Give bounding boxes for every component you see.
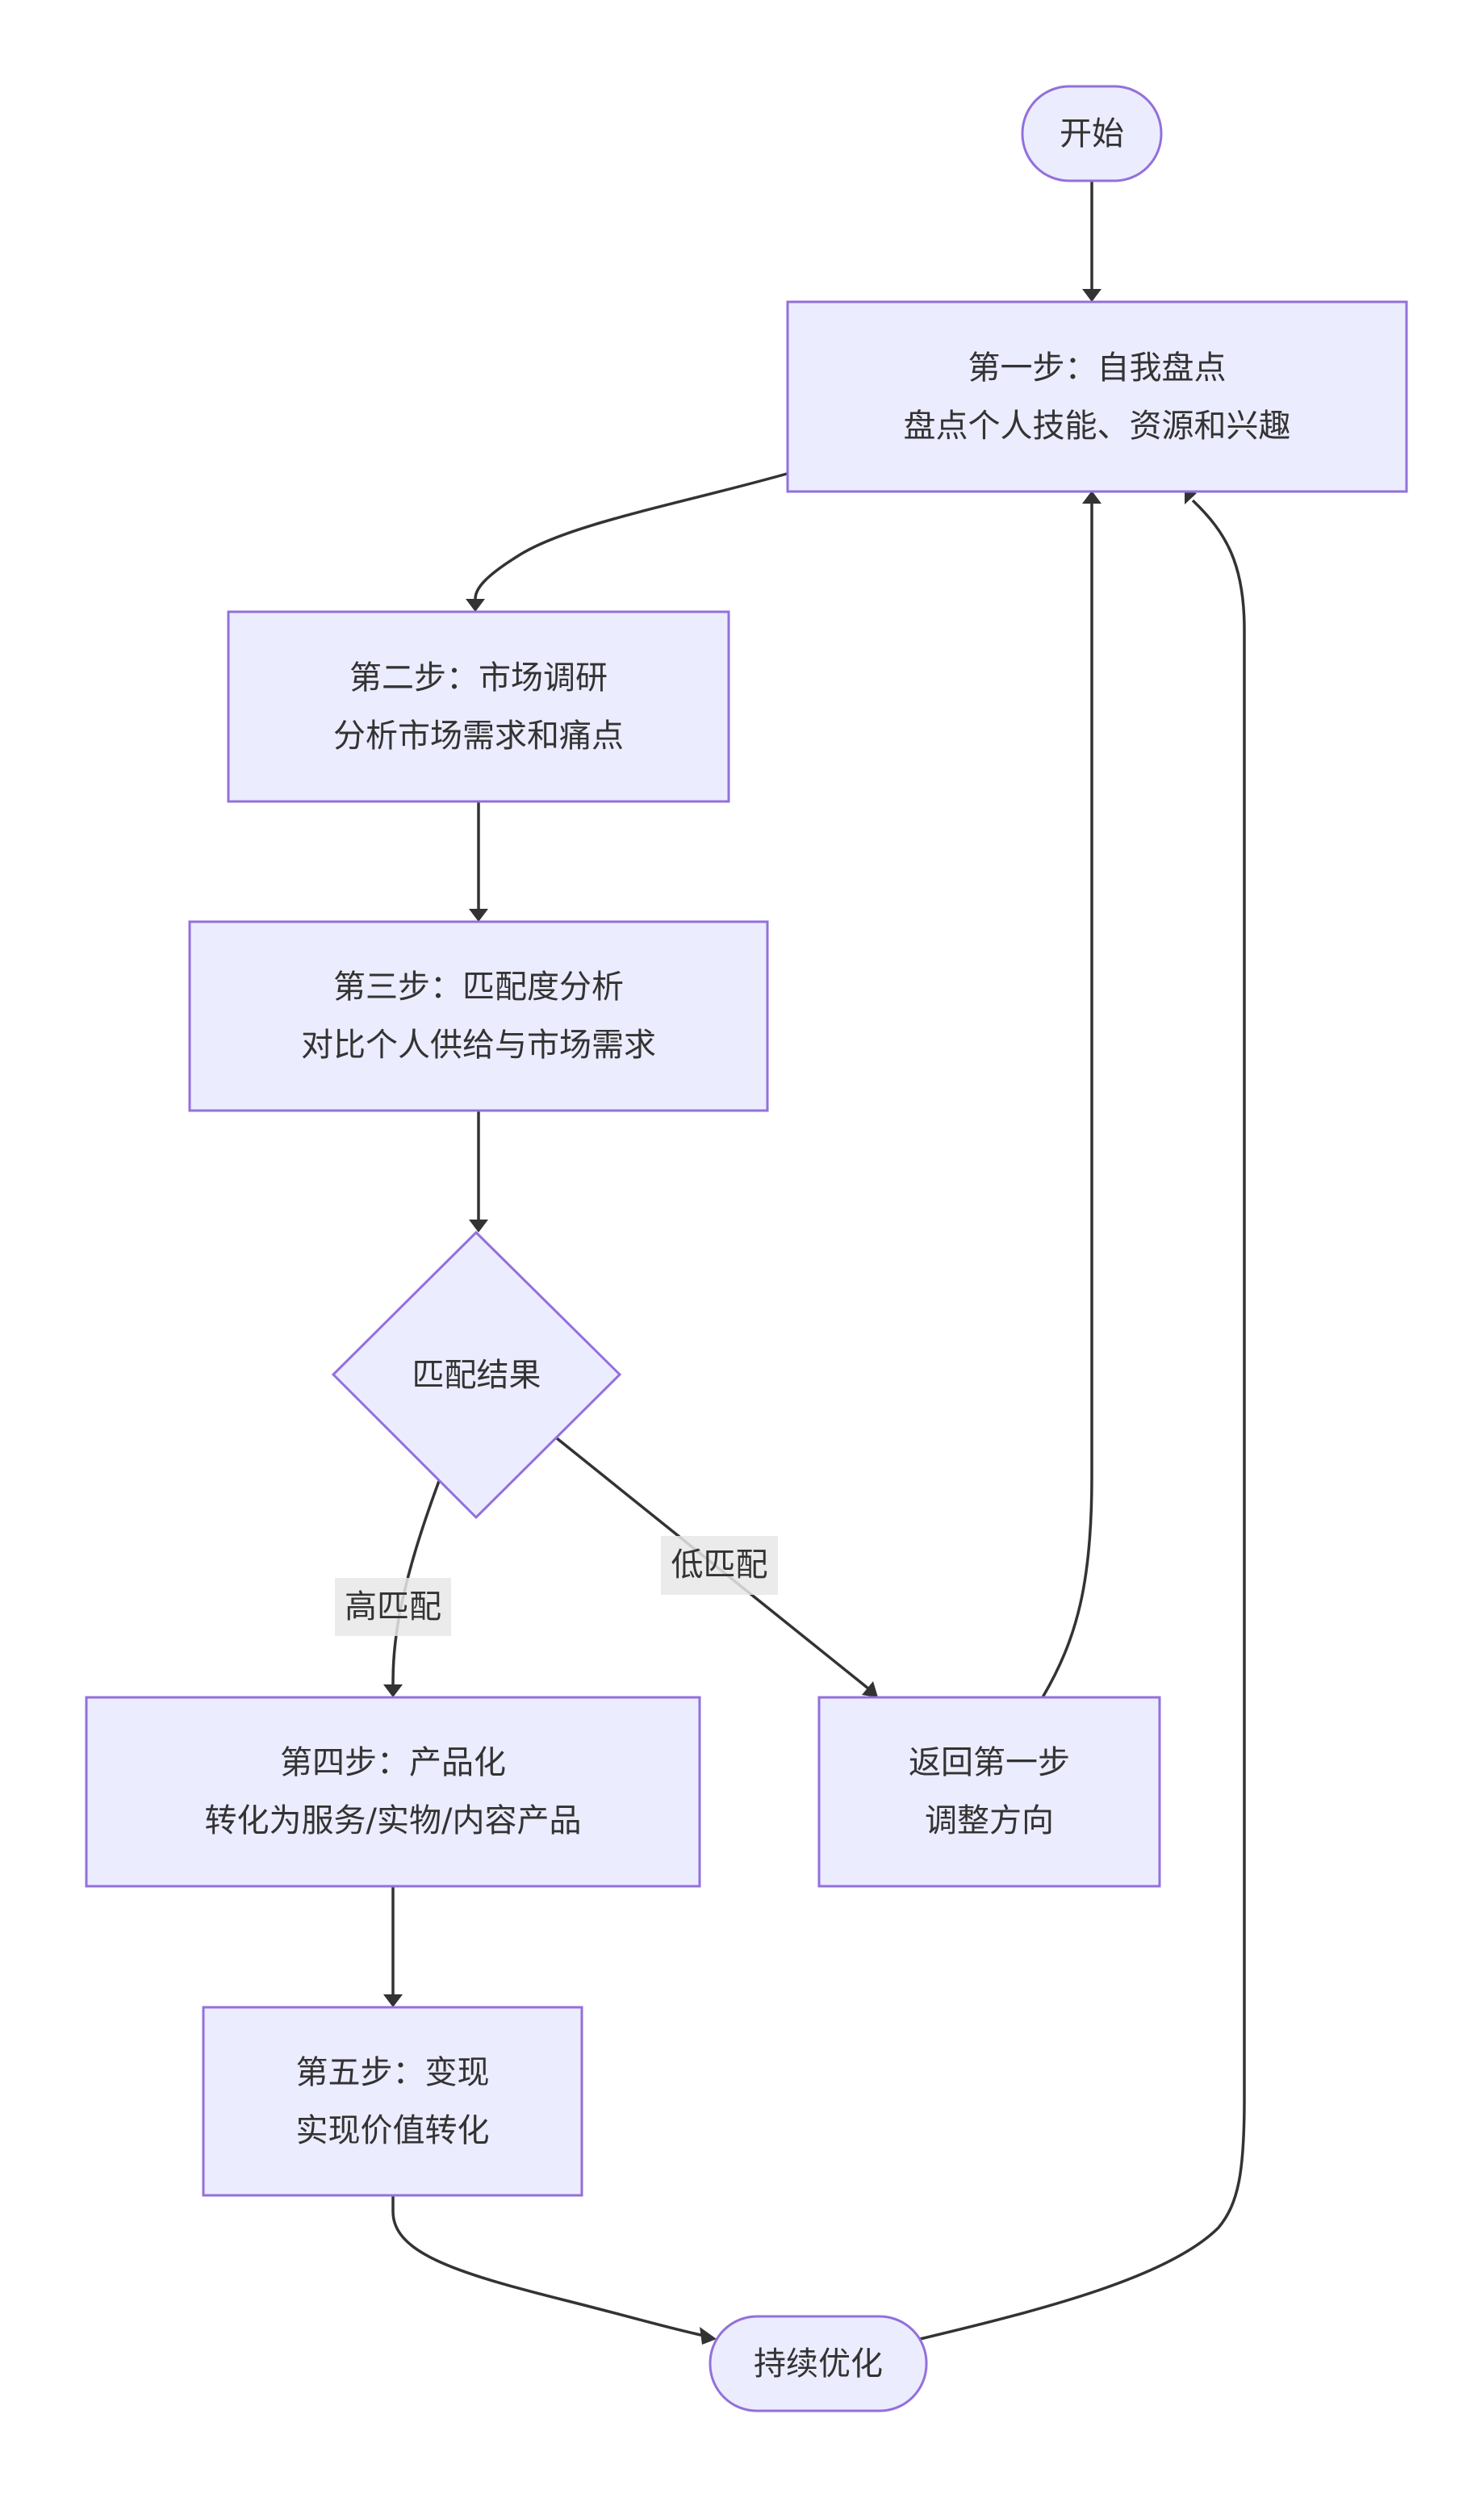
arrowhead-step1-bottom-back <box>1082 491 1102 504</box>
edge-optimize-to-step1 <box>919 499 1246 2341</box>
edge-step1-to-step2 <box>474 472 788 600</box>
node-step3[interactable] <box>188 920 769 1112</box>
edge-label-high-match: 高匹配 <box>335 1578 451 1636</box>
arrowhead-step5-top <box>383 1994 403 2007</box>
arrowhead-optimize-left <box>700 2327 717 2345</box>
arrowhead-step1-bottom-loop <box>1185 491 1197 504</box>
node-step1[interactable] <box>786 300 1408 493</box>
node-optimize[interactable] <box>709 2315 928 2412</box>
node-start[interactable] <box>1021 85 1163 182</box>
arrowhead-step4-top <box>383 1684 403 1697</box>
arrowhead-step2-top <box>466 599 485 612</box>
arrowhead-back-top <box>862 1681 878 1697</box>
edge-back-to-step1 <box>1041 504 1093 1698</box>
arrowhead-decision-top <box>469 1220 488 1232</box>
node-step5[interactable] <box>202 2006 583 2197</box>
edge-step5-to-optimize <box>391 2196 705 2337</box>
edge-label-low-match: 低匹配 <box>661 1536 778 1595</box>
node-back[interactable] <box>817 1696 1161 1888</box>
arrowhead-step1-top <box>1082 289 1102 302</box>
node-step4[interactable] <box>85 1696 701 1888</box>
node-step2[interactable] <box>227 610 730 803</box>
arrowhead-step3-top <box>469 909 488 922</box>
node-decision[interactable] <box>331 1230 622 1520</box>
